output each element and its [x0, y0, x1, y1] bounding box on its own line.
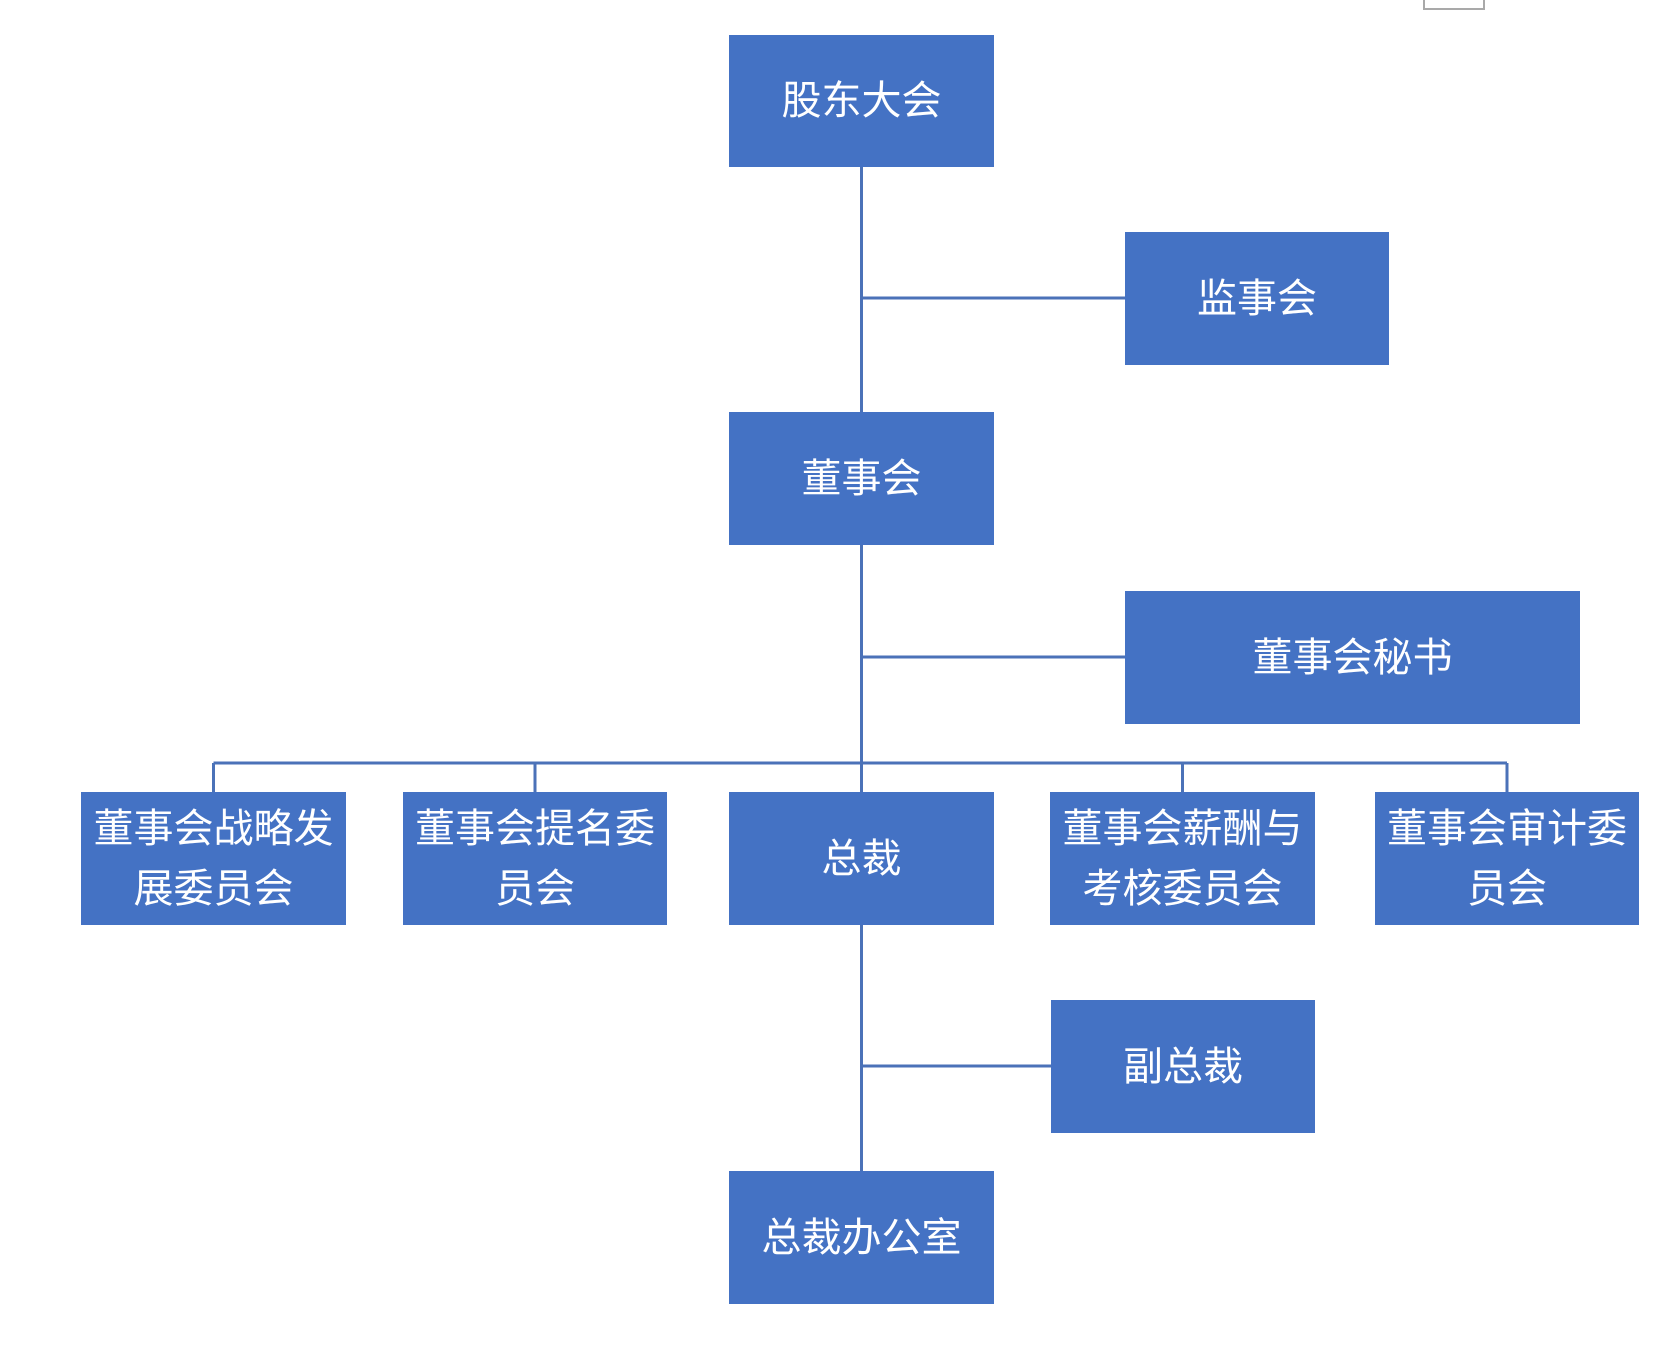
node-supervisory-board[interactable]: 监事会: [1125, 232, 1389, 365]
node-label-vice-president: 副总裁: [1123, 1043, 1243, 1090]
node-label-board-secretary: 董事会秘书: [1252, 634, 1453, 681]
node-label-strategy-committee: 董事会战略发展委员会: [93, 805, 334, 912]
node-label-nomination-committee: 董事会提名委员会: [415, 805, 655, 912]
node-shareholders-meeting[interactable]: 股东大会: [729, 35, 994, 167]
node-audit-committee[interactable]: 董事会审计委员会: [1375, 792, 1639, 925]
node-nomination-committee[interactable]: 董事会提名委员会: [403, 792, 667, 925]
node-president-office[interactable]: 总裁办公室: [729, 1171, 994, 1304]
node-label-compensation-committee: 董事会薪酬与考核委员会: [1062, 805, 1303, 912]
node-vice-president[interactable]: 副总裁: [1051, 1000, 1315, 1133]
node-label-audit-committee: 董事会审计委员会: [1387, 805, 1627, 912]
node-label-board-of-directors: 董事会: [801, 455, 922, 502]
node-board-of-directors[interactable]: 董事会: [729, 412, 994, 545]
node-label-shareholders-meeting: 股东大会: [781, 78, 942, 124]
node-label-supervisory-board: 监事会: [1197, 275, 1317, 322]
node-board-secretary[interactable]: 董事会秘书: [1125, 591, 1580, 724]
node-label-president: 总裁: [821, 835, 902, 882]
node-compensation-committee[interactable]: 董事会薪酬与考核委员会: [1050, 792, 1315, 925]
node-label-president-office: 总裁办公室: [761, 1214, 962, 1261]
node-president[interactable]: 总裁: [729, 792, 994, 925]
node-strategy-committee[interactable]: 董事会战略发展委员会: [81, 792, 346, 925]
cropped-shape-artifact: [1423, 0, 1485, 10]
